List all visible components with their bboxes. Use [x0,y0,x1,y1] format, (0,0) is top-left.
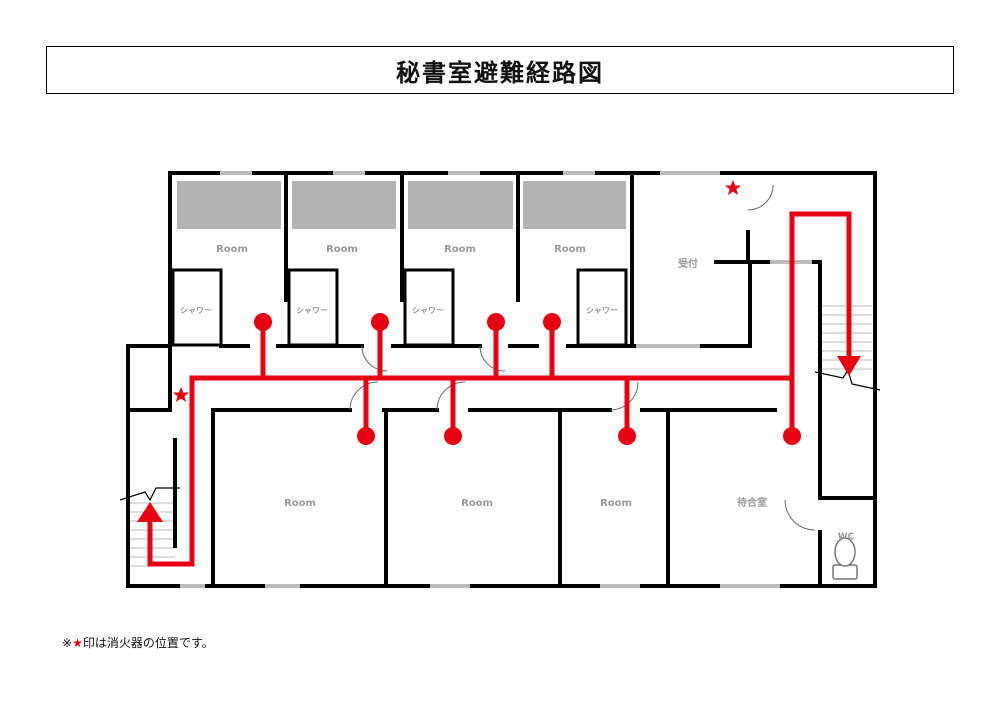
waiting-room-label: 待合室 [737,496,767,509]
stair-break-lines [119,368,881,502]
route-origin-waiting [783,427,801,445]
shower-label-1: シャワー [180,306,212,315]
footnote: ※★印は消火器の位置です。 [62,634,214,651]
shower-label-4: シャワー [586,306,618,315]
walls [126,171,877,588]
route-origin-lower-2 [444,427,462,445]
reception-label: 受付 [678,257,698,270]
route-origin-upper-2 [371,313,389,331]
door-swings [349,184,816,531]
room-label-1: Room [216,244,248,255]
route-origin-upper-3 [487,313,505,331]
lower-room-label-3: Room [600,498,632,509]
route-origin-lower-1 [357,427,375,445]
room-labels: Room Room Room Room シャワー シャワー シャワー シャワー … [180,244,855,542]
wc-label: WC [838,532,855,542]
route-arrow-up-icon [137,502,163,522]
room-label-2: Room [326,244,358,255]
bathtub-1 [177,181,281,229]
route-origin-lower-3 [618,427,636,445]
bathtub-4 [523,181,626,229]
bathtub-fixtures [177,181,626,229]
lower-room-label-1: Room [284,498,316,509]
route-origin-upper-4 [543,313,561,331]
shower-label-3: シャワー [412,306,444,315]
star-icon: ★ [72,636,83,650]
toilet-icon [832,537,858,580]
footnote-text: 印は消火器の位置です。 [82,636,214,650]
room-label-3: Room [444,244,476,255]
page-title: 秘書室避難経路図 [46,46,954,94]
evacuation-route [147,211,852,567]
route-origin-upper-1 [254,313,272,331]
route-arrow-down-icon [837,356,861,376]
shower-label-2: シャワー [296,306,328,315]
extinguisher-stars [173,180,741,402]
star-icon [173,387,189,402]
route-dots [254,313,801,445]
bathtub-3 [408,181,513,229]
star-icon [725,180,741,195]
lower-room-label-2: Room [461,498,493,509]
bathtub-2 [292,181,396,229]
footnote-prefix: ※ [62,636,73,650]
room-label-4: Room [554,244,586,255]
